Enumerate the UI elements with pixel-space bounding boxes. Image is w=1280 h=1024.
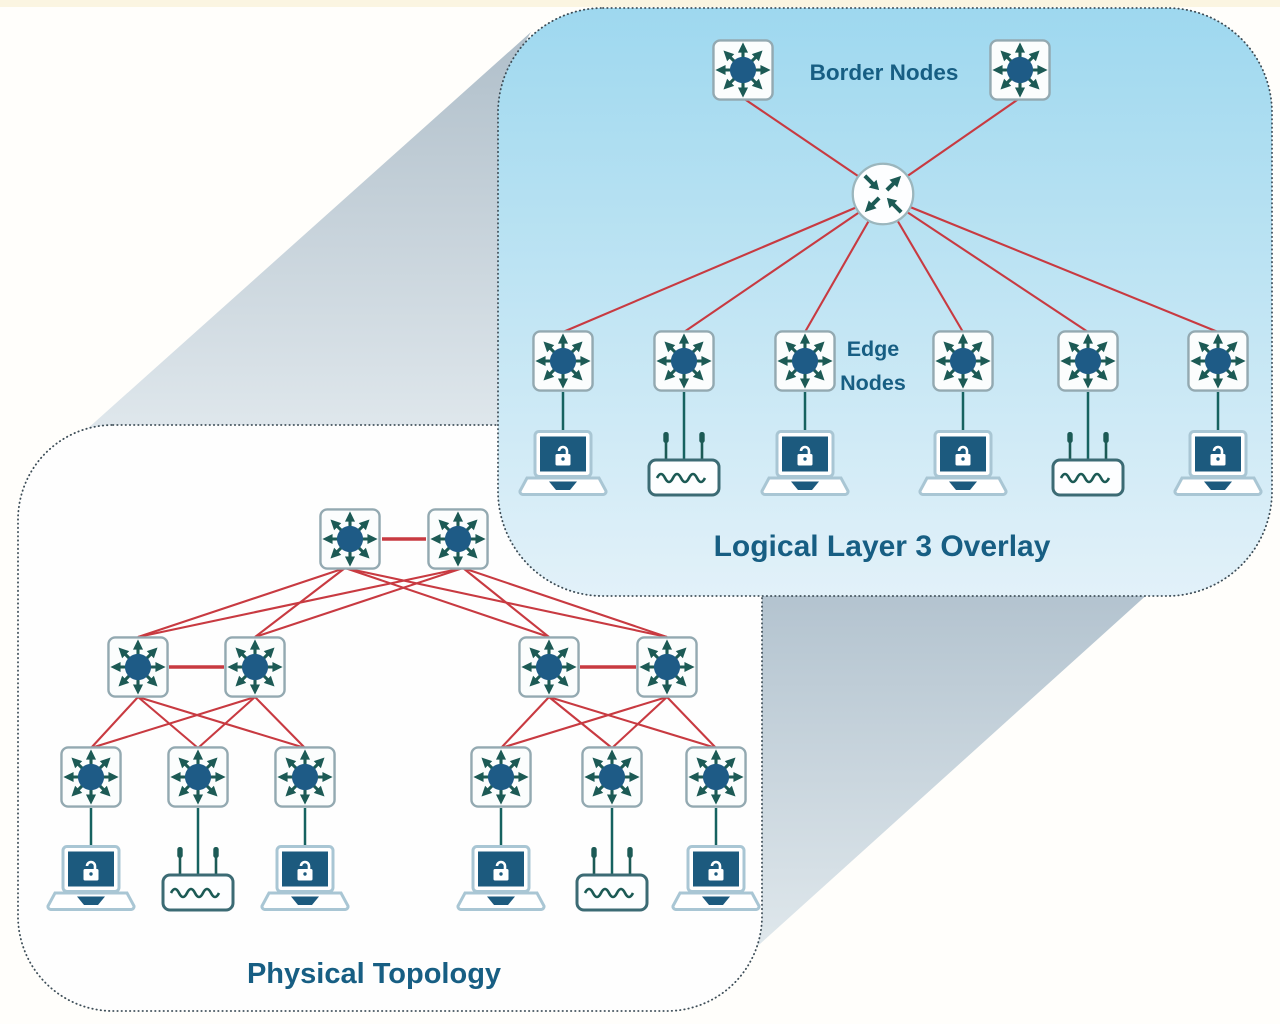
edge-node-switch-4 [932, 330, 994, 392]
edge-nodes-label-line1: Edge [847, 337, 900, 361]
logical-overlay-title: Logical Layer 3 Overlay [714, 530, 1051, 563]
distribution-switch-1 [107, 636, 169, 698]
projection-shadow-band-upper [86, 32, 531, 430]
logical-red-links [562, 97, 1219, 333]
physical-topology-title: Physical Topology [247, 958, 501, 990]
edge-node-switch-3 [774, 330, 836, 392]
core-switch-1 [319, 508, 381, 570]
edge-node-switch-5 [1057, 330, 1119, 392]
access-switch-4 [470, 746, 532, 808]
access-switch-1 [60, 746, 122, 808]
logical-overlay-panel: Border Nodes Edge Nodes Logical Layer 3 … [497, 7, 1273, 597]
border-node-switch-1 [712, 39, 774, 101]
distribution-switch-3 [518, 636, 580, 698]
logical-panel-border [497, 7, 1273, 597]
edge-nodes-label-line2: Nodes [840, 371, 906, 395]
distribution-switch-2 [224, 636, 286, 698]
edge-node-switch-2 [653, 330, 715, 392]
access-switch-6 [685, 746, 747, 808]
central-router [851, 162, 915, 226]
border-nodes-label: Border Nodes [810, 60, 959, 85]
border-node-switch-2 [989, 39, 1051, 101]
access-switch-5 [581, 746, 643, 808]
edge-node-switch-1 [532, 330, 594, 392]
top-edge-strip [0, 0, 1280, 7]
edge-node-switch-6 [1187, 330, 1249, 392]
physical-red-links [90, 537, 717, 750]
projection-shadow-band-lower [740, 592, 1150, 962]
distribution-switch-4 [636, 636, 698, 698]
access-switch-3 [274, 746, 336, 808]
access-switch-2 [167, 746, 229, 808]
core-switch-2 [427, 508, 489, 570]
